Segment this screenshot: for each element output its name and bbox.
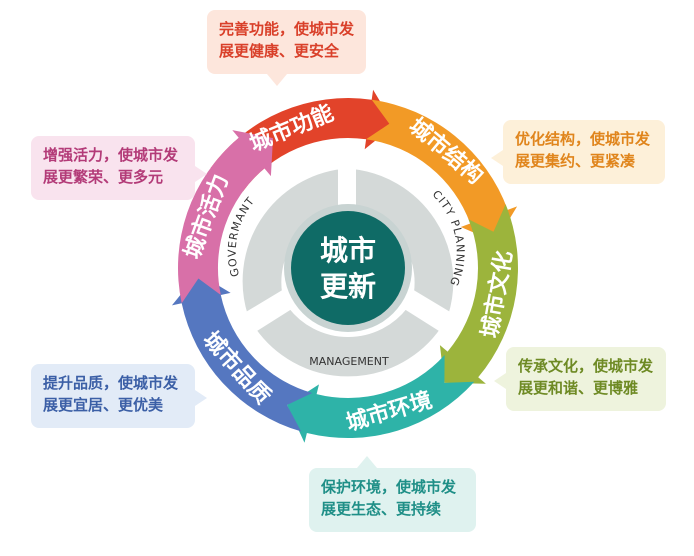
- callout-structure-line1: 优化结构，使城市发: [515, 130, 651, 148]
- center-title-line1: 城市: [320, 234, 376, 267]
- callout-culture-line1: 传承文化，使城市发: [518, 357, 654, 375]
- ring-arrow-culture: [439, 204, 518, 384]
- callout-function-line1: 完善功能，使城市发: [219, 20, 355, 38]
- ring-arrow-quality: [171, 273, 313, 432]
- callout-environment-line2: 展更生态、更持续: [321, 500, 442, 518]
- center-circle: [291, 211, 405, 325]
- callout-function: 完善功能，使城市发 展更健康、更安全: [207, 10, 366, 86]
- callout-structure: 优化结构，使城市发 展更集约、更紧凑: [491, 120, 665, 184]
- outer-cycle-ring: [171, 89, 518, 443]
- callout-vitality-line1: 增强活力，使城市发: [43, 146, 179, 164]
- callout-quality-line2: 展更宜居、更优美: [43, 396, 164, 414]
- center-title-line2: 更新: [320, 270, 376, 303]
- callout-culture: 传承文化，使城市发 展更和谐、更博雅: [494, 347, 666, 411]
- callout-function-line2: 展更健康、更安全: [219, 42, 340, 60]
- callout-vitality-line2: 展更繁荣、更多元: [43, 168, 164, 186]
- callout-quality: 提升品质，使城市发 展更宜居、更优美: [31, 364, 207, 428]
- callout-environment-line1: 保护环境，使城市发: [321, 478, 457, 496]
- segment-label-management: MANAGEMENT: [309, 355, 389, 368]
- callout-structure-line2: 展更集约、更紧凑: [515, 152, 636, 170]
- callout-quality-line1: 提升品质，使城市发: [43, 374, 179, 392]
- ring-arrow-structure: [366, 99, 518, 242]
- callout-culture-line2: 展更和谐、更博雅: [518, 379, 639, 397]
- segment-management: [248, 302, 448, 383]
- callout-environment: 保护环境，使城市发 展更生态、更持续: [309, 456, 476, 532]
- callout-vitality: 增强活力，使城市发 展更繁荣、更多元: [31, 136, 207, 200]
- ring-arrow-environment: [287, 355, 475, 443]
- ring-arrow-vitality: [177, 130, 273, 304]
